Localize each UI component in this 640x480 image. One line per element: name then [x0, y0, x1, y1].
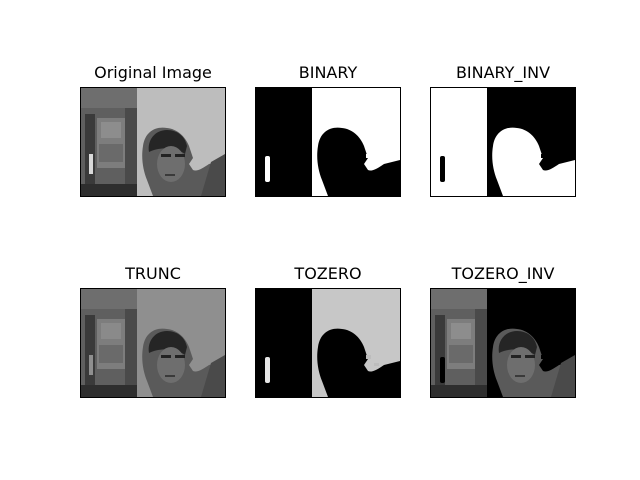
panel-title: TOZERO_INV — [451, 264, 555, 283]
image-original — [80, 87, 226, 197]
image-trunc — [80, 288, 226, 398]
image-tozero-inv — [430, 288, 576, 398]
image-tozero — [255, 288, 401, 398]
binary-image-picture — [256, 88, 400, 196]
image-binary-inv — [430, 87, 576, 197]
panel-title: BINARY_INV — [455, 63, 551, 82]
image-binary — [255, 87, 401, 197]
binary-inv-image-picture — [431, 88, 575, 196]
trunc-image-picture — [81, 289, 225, 397]
original-image-picture — [81, 88, 225, 196]
panel-title: BINARY — [298, 63, 358, 82]
tozero-inv-image-picture — [431, 289, 575, 397]
tozero-image-picture — [256, 289, 400, 397]
panel-title: TRUNC — [125, 264, 181, 283]
panel-title: TOZERO — [294, 264, 362, 283]
panel-title: Original Image — [94, 63, 212, 82]
